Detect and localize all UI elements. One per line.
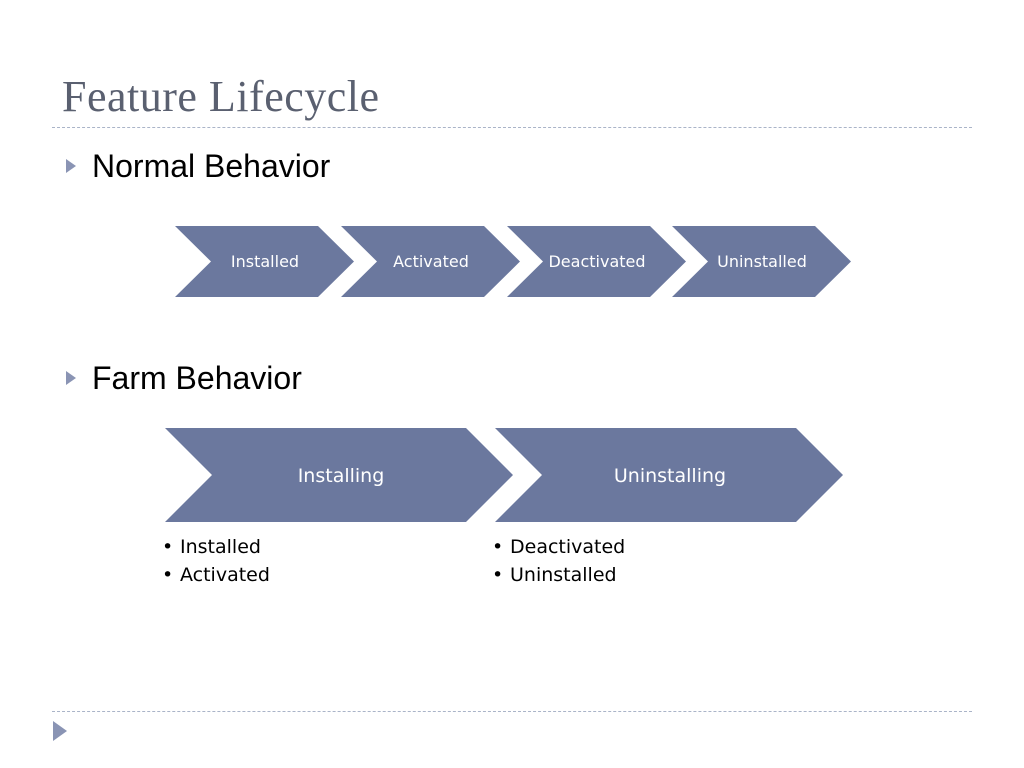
chevron-label: Installed bbox=[231, 252, 299, 271]
chevron-stage: Activated bbox=[341, 226, 520, 297]
list-item-label: Installed bbox=[180, 536, 261, 558]
triangle-right-icon bbox=[66, 159, 76, 173]
farm-behavior-flow: Installing Uninstalling bbox=[165, 428, 843, 522]
chevron-label: Installing bbox=[298, 465, 385, 487]
chevron-stage: Uninstalling bbox=[495, 428, 843, 522]
chevron-stage: Installed bbox=[175, 226, 354, 297]
chevron-stage: Deactivated bbox=[507, 226, 686, 297]
slide-title: Feature Lifecycle bbox=[62, 72, 380, 121]
chevron-label: Deactivated bbox=[548, 252, 645, 271]
title-divider bbox=[52, 127, 972, 128]
list-item: •Activated bbox=[162, 561, 270, 589]
chevron-label: Uninstalling bbox=[614, 465, 726, 487]
triangle-right-icon bbox=[66, 371, 76, 385]
chevron-stage: Installing bbox=[165, 428, 513, 522]
list-item-label: Activated bbox=[180, 564, 270, 586]
section-normal-heading: Normal Behavior bbox=[64, 146, 330, 186]
section-farm-heading: Farm Behavior bbox=[64, 358, 302, 398]
chevron-label: Activated bbox=[393, 252, 469, 271]
list-item-label: Deactivated bbox=[510, 536, 626, 558]
footer-divider bbox=[52, 711, 972, 712]
section-heading-label: Farm Behavior bbox=[92, 360, 302, 396]
section-heading-label: Normal Behavior bbox=[92, 148, 331, 184]
triangle-right-icon bbox=[53, 721, 67, 741]
uninstalling-sublist: •Deactivated •Uninstalled bbox=[492, 533, 625, 589]
list-item: •Installed bbox=[162, 533, 270, 561]
list-item: •Uninstalled bbox=[492, 561, 625, 589]
installing-sublist: •Installed •Activated bbox=[162, 533, 270, 589]
chevron-stage: Uninstalled bbox=[672, 226, 851, 297]
chevron-label: Uninstalled bbox=[717, 252, 807, 271]
list-item: •Deactivated bbox=[492, 533, 625, 561]
normal-behavior-flow: Installed Activated Deactivated Uninstal… bbox=[175, 226, 851, 297]
list-item-label: Uninstalled bbox=[510, 564, 617, 586]
